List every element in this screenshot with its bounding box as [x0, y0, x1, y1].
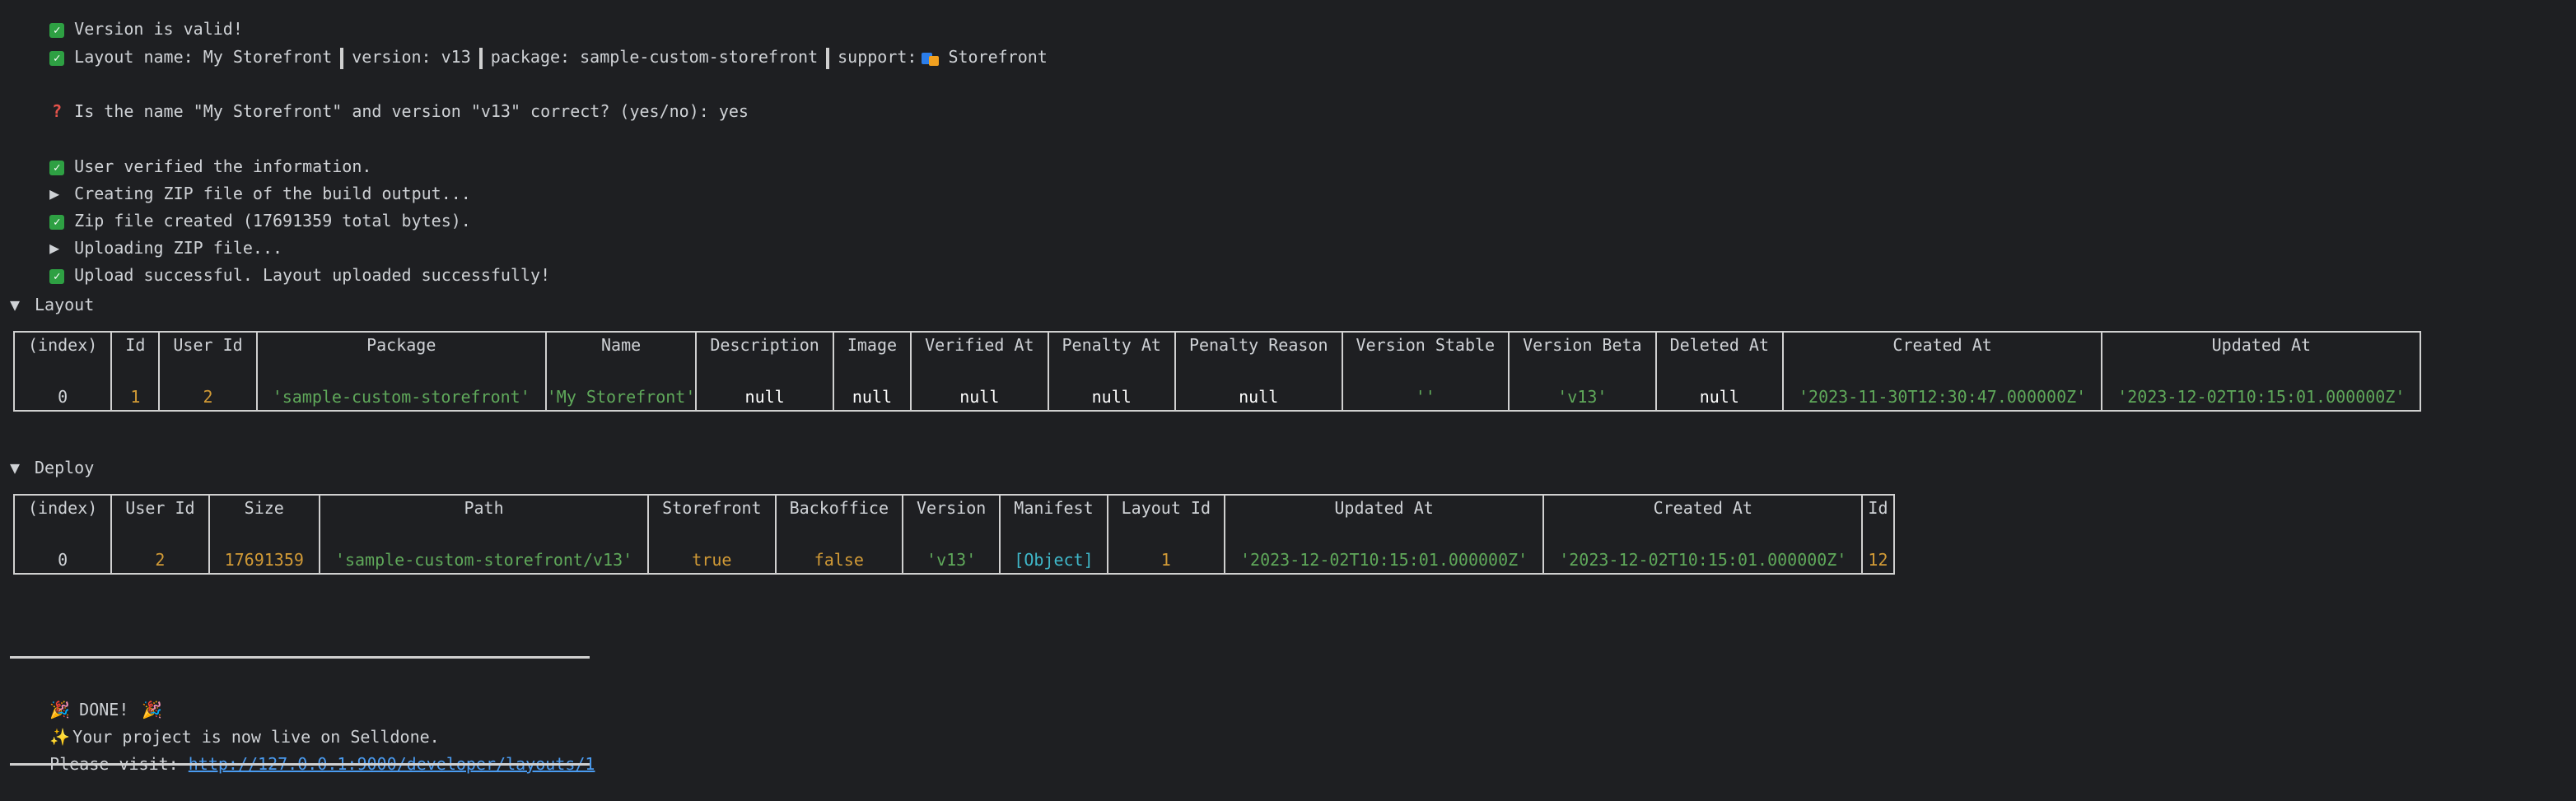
table-cell: true — [647, 547, 777, 575]
line-done: 🎉DONE!🎉 — [10, 673, 171, 720]
terminal-output: ✓Version is valid! ✓Layout name: My Stor… — [10, 0, 2422, 774]
line-uploading: ▶Uploading ZIP file... — [10, 211, 282, 258]
table-cell: null — [910, 384, 1049, 412]
table-cell: 'My Storefront' — [544, 384, 698, 412]
table-header: User Id — [158, 331, 258, 357]
table-header: Description — [695, 331, 834, 357]
check-box-icon: ✓ — [49, 160, 65, 175]
table-cell: false — [774, 547, 904, 575]
separator — [340, 47, 344, 69]
table-row: 0 1 2 'sample-custom-storefront' 'My Sto… — [12, 384, 2422, 412]
separator — [478, 47, 483, 69]
table-header: (index) — [12, 494, 113, 520]
table-cell: 1 — [110, 384, 161, 412]
triangle-down-icon: ▼ — [10, 295, 21, 314]
table-cell: null — [1047, 384, 1176, 412]
deploy-section-toggle[interactable]: ▼Deploy — [10, 455, 94, 480]
table-header: Manifest — [999, 494, 1108, 520]
check-box-icon: ✓ — [49, 214, 65, 230]
table-header: Layout Id — [1106, 494, 1226, 520]
question-mark-icon: ? — [52, 101, 63, 121]
table-header: User Id — [110, 494, 210, 520]
table-cell: 12 — [1861, 547, 1895, 575]
line-live: ✨Your project is now live on Selldone. — [10, 700, 440, 747]
table-cell: 0 — [12, 384, 113, 412]
table-header: Backoffice — [774, 494, 904, 520]
table-cell: 0 — [12, 547, 113, 575]
table-header: Package — [255, 331, 547, 357]
table-cell: 'sample-custom-storefront' — [255, 384, 547, 412]
table-header: Deleted At — [1654, 331, 1785, 357]
table-header: Created At — [1542, 494, 1864, 520]
table-header: Storefront — [647, 494, 777, 520]
divider-top — [10, 656, 590, 659]
line-visit: Please visit: http://127.0.0.1:9000/deve… — [49, 754, 595, 774]
table-header: Version Beta — [1508, 331, 1657, 357]
table-header: Updated At — [1223, 494, 1545, 520]
layout-table: (index) Id User Id Package Name Descript… — [12, 331, 2422, 412]
triangle-right-icon: ▶ — [49, 238, 60, 258]
table-header: Id — [110, 331, 161, 357]
table-header: Image — [832, 331, 912, 357]
table-cell: 17691359 — [208, 547, 320, 575]
line-version-valid: ✓Version is valid! — [10, 0, 243, 39]
line-confirm-question: ?Is the name "My Storefront" and version… — [10, 74, 749, 121]
storefront-icon — [922, 50, 940, 67]
party-popper-icon: 🎉 — [49, 700, 71, 720]
table-header-row: (index) User Id Size Path Storefront Bac… — [12, 494, 1895, 520]
table-cell: [Object] — [999, 547, 1108, 575]
table-cell: null — [1654, 384, 1785, 412]
line-creating-zip: ▶Creating ZIP file of the build output..… — [10, 156, 471, 203]
table-cell: '2023-12-02T10:15:01.000000Z' — [2101, 384, 2422, 412]
check-box-icon: ✓ — [49, 22, 65, 38]
table-header: Updated At — [2101, 331, 2422, 357]
table-separator — [12, 357, 2422, 384]
deploy-table: (index) User Id Size Path Storefront Bac… — [12, 494, 1895, 575]
party-popper-icon: 🎉 — [142, 700, 163, 720]
table-cell: 2 — [158, 384, 258, 412]
table-header: (index) — [12, 331, 113, 357]
table-cell: 'v13' — [1508, 384, 1657, 412]
table-separator — [12, 520, 1895, 547]
divider-bottom — [10, 763, 590, 766]
check-box-icon: ✓ — [49, 50, 65, 66]
triangle-down-icon: ▼ — [10, 458, 21, 477]
table-header: Version — [901, 494, 1001, 520]
table-cell: null — [1174, 384, 1343, 412]
table-cell: 'v13' — [901, 547, 1001, 575]
check-box-icon: ✓ — [49, 268, 65, 284]
table-header: Penalty Reason — [1174, 331, 1343, 357]
table-header-row: (index) Id User Id Package Name Descript… — [12, 331, 2422, 357]
table-cell: '2023-11-30T12:30:47.000000Z' — [1782, 384, 2103, 412]
line-zip-created: ✓Zip file created (17691359 total bytes)… — [10, 184, 471, 231]
line-upload-success: ✓Upload successful. Layout uploaded succ… — [10, 238, 550, 285]
table-cell: '2023-12-02T10:15:01.000000Z' — [1223, 547, 1545, 575]
table-cell: '2023-12-02T10:15:01.000000Z' — [1542, 547, 1864, 575]
line-user-verified: ✓User verified the information. — [10, 129, 371, 176]
table-header: Version Stable — [1341, 331, 1510, 357]
table-cell: 2 — [110, 547, 210, 575]
table-header: Penalty At — [1047, 331, 1176, 357]
table-cell: null — [832, 384, 912, 412]
table-cell: null — [695, 384, 834, 412]
table-header: Verified At — [910, 331, 1049, 357]
table-header: Path — [318, 494, 650, 520]
table-row: 0 2 17691359 'sample-custom-storefront/v… — [12, 547, 1895, 575]
table-cell: '' — [1341, 384, 1510, 412]
table-cell: 1 — [1106, 547, 1226, 575]
table-header: Id — [1861, 494, 1895, 520]
triangle-right-icon: ▶ — [49, 184, 60, 203]
separator — [826, 47, 830, 69]
table-header: Size — [208, 494, 320, 520]
table-cell: 'sample-custom-storefront/v13' — [318, 547, 650, 575]
table-header: Created At — [1782, 331, 2103, 357]
layout-section-toggle[interactable]: ▼Layout — [10, 292, 94, 317]
table-header: Name — [544, 331, 698, 357]
